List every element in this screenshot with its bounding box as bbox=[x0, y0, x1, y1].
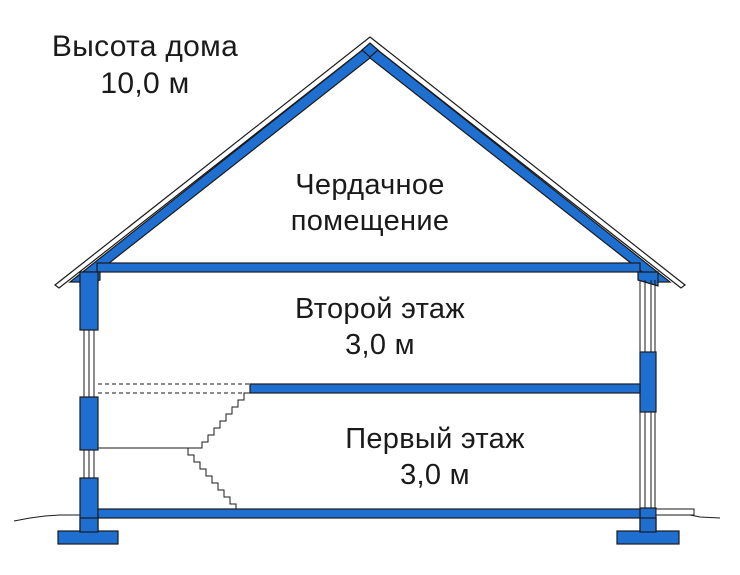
attic-floor-slab bbox=[96, 262, 641, 273]
left-wall-pier-top bbox=[79, 271, 99, 331]
second-floor-label: Второй этаж 3,0 м bbox=[245, 291, 515, 363]
house-height-value: 10,0 м bbox=[100, 67, 190, 100]
first-floor-label: Первый этаж 3,0 м bbox=[300, 421, 570, 493]
right-foundation-post bbox=[639, 517, 657, 533]
second-floor-title: Второй этаж bbox=[295, 293, 465, 325]
staircase bbox=[187, 392, 262, 510]
right-foundation-footing bbox=[616, 530, 680, 545]
right-wall bbox=[639, 280, 657, 531]
house-height-label: Высота дома 10,0 м bbox=[20, 28, 270, 102]
attic-label-line1: Чердачное bbox=[295, 169, 445, 201]
left-foundation-footing bbox=[57, 530, 119, 545]
attic-label: Чердачное помещение bbox=[230, 167, 510, 239]
first-floor-height: 3,0 м bbox=[400, 459, 470, 491]
attic-label-line2: помещение bbox=[290, 205, 450, 237]
left-foundation-post bbox=[79, 517, 99, 533]
first-floor-title: Первый этаж bbox=[345, 423, 525, 455]
entrance-step bbox=[655, 508, 695, 516]
roof-right-slope bbox=[369, 42, 672, 283]
ground-floor-slab bbox=[97, 508, 641, 519]
roof-ridge-cap bbox=[361, 42, 379, 58]
ground-line-left bbox=[13, 514, 80, 522]
left-wall bbox=[79, 271, 99, 531]
roof-outer-line bbox=[54, 36, 686, 289]
left-wall-pier-middle bbox=[79, 396, 99, 451]
house-height-title: Высота дома bbox=[51, 30, 239, 63]
second-floor-slab bbox=[249, 383, 641, 394]
second-floor-height: 3,0 м bbox=[345, 329, 415, 361]
right-eave-block bbox=[637, 271, 659, 287]
right-wall-pier-middle bbox=[639, 351, 657, 413]
